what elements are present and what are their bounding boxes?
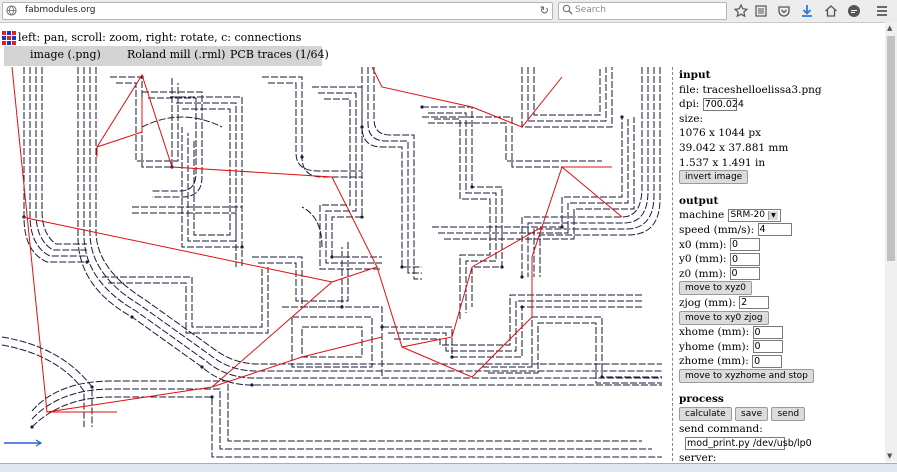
y0-label: y0 (mm): [679,253,727,266]
dpi-label: dpi: [679,98,700,111]
server-label: server: [679,451,717,464]
chevron-down-icon: ▼ [767,210,778,220]
file-label: file: [679,83,700,96]
zjog-label: zjog (mm): [679,296,736,309]
x0-row: x0 (mm): 0 [679,238,884,253]
input-format-menu[interactable]: image (.png) [30,48,101,61]
process-heading: process [679,393,724,406]
instructions-text: left: pan, scroll: zoom, right: rotate, … [18,31,302,44]
globe-icon [6,5,17,16]
search-placeholder: Search [575,5,606,15]
search-bar[interactable]: Search [558,2,727,20]
y0-input[interactable]: 0 [729,252,760,266]
browser-toolbar: fabmodules.org ↻ Search [0,0,897,23]
send-command-input[interactable]: mod_print.py /dev/usb/lp0 [685,436,812,450]
speed-input[interactable]: 4 [757,223,792,237]
taskbar [0,463,897,472]
y0-row: y0 (mm): 0 [679,252,884,267]
size-in: 1.537 x 1.491 in [679,156,766,169]
home-icon[interactable] [823,3,839,19]
toolpath-canvas[interactable] [1,66,672,466]
size-label: size: [679,112,704,125]
input-heading: input [679,69,711,81]
speed-row: speed (mm/s): 4 [679,223,884,238]
file-row: file: traceshelloelissa3.png [679,83,884,98]
zjog-input[interactable]: 2 [739,296,770,310]
yhome-row: yhome (mm): 0 [679,340,884,355]
reading-list-icon[interactable] [753,3,769,19]
send-command-label: send command: [679,422,763,435]
reload-icon[interactable]: ↻ [539,4,549,17]
yhome-input[interactable]: 0 [752,340,783,354]
zjog-row: zjog (mm): 2 [679,296,884,311]
yhome-label: yhome (mm): [679,340,750,353]
move-to-xy0-zjog-button[interactable]: move to xy0 zjog [679,310,769,325]
zhome-input[interactable]: 0 [752,354,783,368]
url-bar[interactable]: fabmodules.org ↻ [2,2,553,20]
xhome-input[interactable]: 0 [752,325,783,339]
fab-logo-icon [2,31,16,45]
file-name: traceshelloelissa3.png [702,83,822,96]
dpi-row: dpi: 700.024 [679,97,884,112]
toolpath-view[interactable] [1,66,673,466]
size-px: 1076 x 1044 px [679,127,762,140]
pocket-icon[interactable] [776,3,792,19]
zhome-label: zhome (mm): [679,355,749,368]
z0-label: z0 (mm): [679,267,727,280]
scroll-up-icon[interactable]: ▲ [887,24,893,32]
vertical-scrollbar[interactable]: ▲ ▼ [885,22,897,462]
move-to-xyz0-button[interactable]: move to xyz0 [679,281,752,296]
send-button[interactable]: send [771,407,806,422]
xhome-row: xhome (mm): 0 [679,325,884,340]
machine-label: machine [679,209,725,222]
save-button[interactable]: save [735,407,769,422]
speed-label: speed (mm/s): [679,223,755,236]
size-mm: 39.042 x 37.881 mm [679,141,789,154]
output-format-menu[interactable]: Roland mill (.rml) [127,48,226,61]
machine-row: machine SRM-20▼ [679,208,884,223]
xhome-label: xhome (mm): [679,326,750,339]
x0-label: x0 (mm): [679,238,727,251]
settings-panel: input file: traceshelloelissa3.png dpi: … [679,68,884,465]
z0-row: z0 (mm): 0 [679,267,884,282]
move-to-xyzhome-button[interactable]: move to xyzhome and stop [679,368,814,383]
scrollbar-thumb[interactable] [887,36,895,261]
machine-value: SRM-20 [730,209,765,220]
url-text: fabmodules.org [25,5,96,15]
zhome-row: zhome (mm): 0 [679,354,884,369]
download-icon[interactable] [799,3,815,19]
chat-icon[interactable] [846,3,862,19]
search-icon [562,4,573,15]
machine-select[interactable]: SRM-20▼ [727,208,781,222]
module-menu-bar: image (.png) Roland mill (.rml) PCB trac… [4,46,329,66]
dpi-input[interactable]: 700.024 [702,97,744,111]
calculate-button[interactable]: calculate [679,407,732,422]
process-menu[interactable]: PCB traces (1/64) [230,48,329,61]
scroll-down-icon[interactable]: ▼ [887,452,893,460]
invert-image-button[interactable]: invert image [679,170,749,185]
bookmark-star-icon[interactable] [733,3,749,19]
menu-icon[interactable] [874,3,890,19]
output-heading: output [679,194,719,207]
x0-input[interactable]: 0 [729,238,760,252]
z0-input[interactable]: 0 [729,267,760,281]
